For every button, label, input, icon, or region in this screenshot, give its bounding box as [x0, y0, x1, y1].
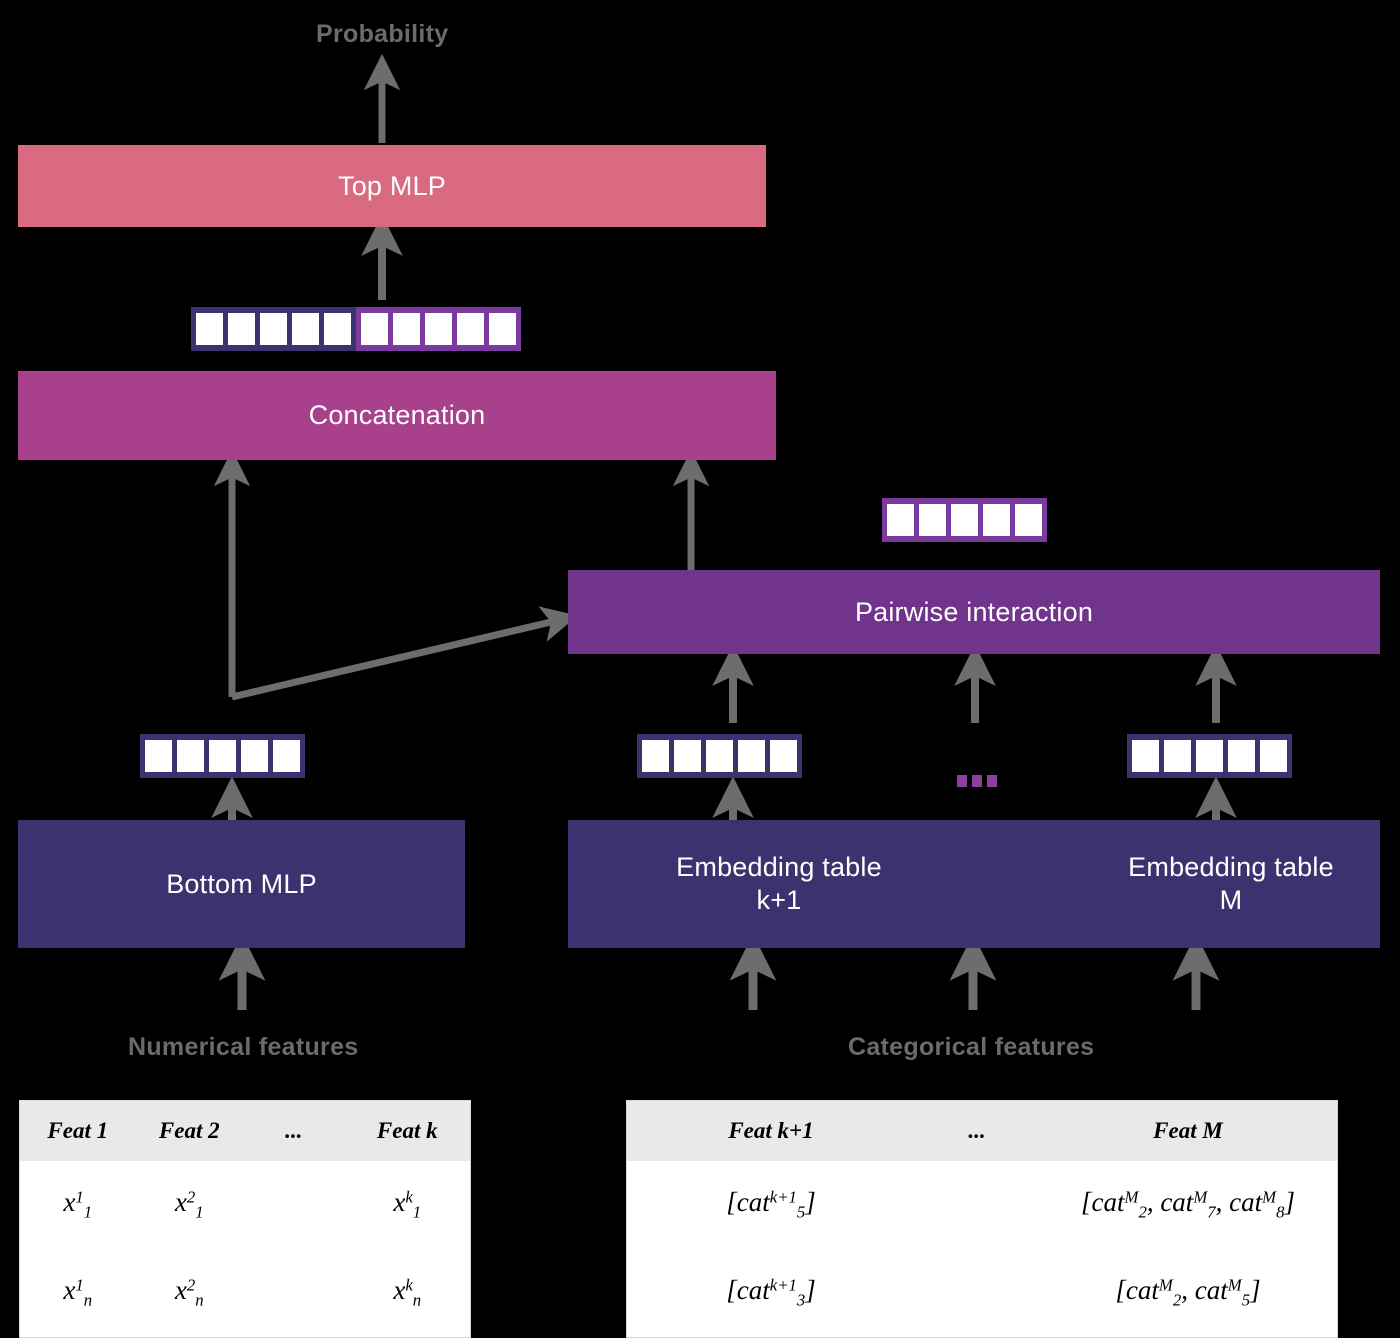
numerical-features-table: Feat 1 Feat 2 ... Feat k x11 x21 xk1 x1n…: [19, 1100, 471, 1338]
numerical-table-cell: x2n: [174, 1275, 204, 1310]
embedding-ellipsis-icon: [957, 775, 997, 787]
numerical-table-cell: xk1: [393, 1187, 422, 1222]
categorical-table-cell: [catM2, catM7, catM8]: [1080, 1187, 1295, 1222]
vector-cell: [1132, 740, 1159, 772]
embedding-table-m-label: Embedding table M: [1128, 852, 1334, 915]
vector-cell: [228, 313, 255, 345]
sparse-embedding-vector-m: [1127, 734, 1292, 778]
interaction-output-vector: [882, 498, 1047, 542]
vector-cell: [260, 313, 287, 345]
numerical-table-cell: x11: [63, 1187, 93, 1222]
vector-cell: [674, 740, 701, 772]
sparse-embedding-vector-k1: [637, 734, 802, 778]
probability-label: Probability: [316, 20, 449, 48]
vector-cell: [919, 504, 946, 536]
concatenated-vector: [191, 307, 521, 351]
dense-embedding-vector-cells: [140, 734, 305, 778]
concatenation-block: Concatenation: [18, 371, 776, 460]
concatenated-vector-dense-part: [191, 307, 356, 351]
vector-cell: [1164, 740, 1191, 772]
vector-cell: [273, 740, 300, 772]
vector-cell: [209, 740, 236, 772]
numerical-table-header-cell: Feat k: [376, 1118, 438, 1143]
vector-cell: [738, 740, 765, 772]
vector-cell: [983, 504, 1010, 536]
categorical-table-header-row: Feat k+1 ... Feat M: [627, 1101, 1337, 1161]
vector-cell: [292, 313, 319, 345]
categorical-features-table: Feat k+1 ... Feat M [catk+15] [catM2, ca…: [626, 1100, 1338, 1338]
vector-cell: [489, 313, 516, 345]
vector-cell: [1196, 740, 1223, 772]
numerical-table-cell: x1n: [63, 1275, 93, 1310]
vector-cell: [1260, 740, 1287, 772]
vector-cell: [457, 313, 484, 345]
embedding-tables-block: Embedding table k+1 Embedding table M: [568, 820, 1380, 948]
categorical-table-header-cell: ...: [968, 1118, 986, 1143]
sparse-embedding-vector-m-cells: [1127, 734, 1292, 778]
vector-cell: [951, 504, 978, 536]
numerical-table-header-row: Feat 1 Feat 2 ... Feat k: [20, 1101, 470, 1161]
categorical-table-header-cell: Feat k+1: [728, 1118, 814, 1143]
vector-cell: [361, 313, 388, 345]
vector-cell: [706, 740, 733, 772]
numerical-features-label: Numerical features: [128, 1033, 359, 1061]
numerical-table-cell: x21: [174, 1187, 204, 1222]
categorical-table-cell: [catk+13]: [726, 1275, 816, 1310]
sparse-embedding-vector-k1-cells: [637, 734, 802, 778]
numerical-table-row: x1n x2n xkn: [20, 1249, 470, 1337]
categorical-table-row: [catk+15] [catM2, catM7, catM8]: [627, 1161, 1337, 1249]
top-mlp-block: Top MLP: [18, 145, 766, 227]
categorical-table-row: [catk+13] [catM2, catM5]: [627, 1249, 1337, 1337]
vector-cell: [177, 740, 204, 772]
embedding-table-k1-label: Embedding table k+1: [676, 852, 882, 915]
vector-cell: [241, 740, 268, 772]
categorical-table-header-cell: Feat M: [1153, 1118, 1223, 1143]
numerical-table-header-cell: Feat 2: [158, 1118, 220, 1143]
vector-cell: [145, 740, 172, 772]
vector-cell: [887, 504, 914, 536]
vector-cell: [642, 740, 669, 772]
vector-cell: [1015, 504, 1042, 536]
vector-cell: [770, 740, 797, 772]
numerical-table-row: x11 x21 xk1: [20, 1161, 470, 1249]
vector-cell: [393, 313, 420, 345]
numerical-table-cell: xkn: [393, 1275, 422, 1310]
interaction-output-vector-cells: [882, 498, 1047, 542]
dense-embedding-vector: [140, 734, 305, 778]
vector-cell: [324, 313, 351, 345]
numerical-table-header-cell: ...: [285, 1118, 303, 1143]
categorical-features-label: Categorical features: [848, 1033, 1095, 1061]
vector-cell: [196, 313, 223, 345]
categorical-table-cell: [catk+15]: [726, 1187, 816, 1222]
pairwise-interaction-block: Pairwise interaction: [568, 570, 1380, 654]
concatenated-vector-interaction-part: [356, 307, 521, 351]
vector-cell: [425, 313, 452, 345]
bottom-mlp-block: Bottom MLP: [18, 820, 465, 948]
categorical-table-cell: [catM2, catM5]: [1115, 1275, 1261, 1310]
numerical-table-header-cell: Feat 1: [47, 1118, 109, 1143]
arrow-dense-to-pairwise: [231, 606, 578, 701]
vector-cell: [1228, 740, 1255, 772]
